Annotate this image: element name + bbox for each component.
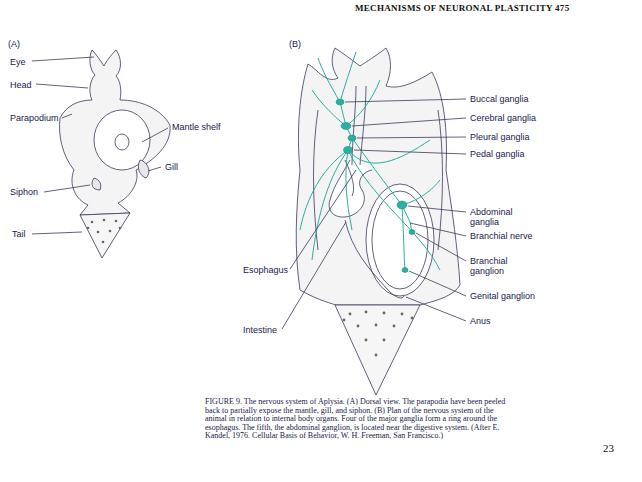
part-label: Head <box>10 80 32 90</box>
panel-letter: (A) <box>8 39 20 49</box>
part-label: Tail <box>12 229 26 239</box>
part-label: Intestine <box>243 325 277 335</box>
part-label: Esophagus <box>243 265 288 275</box>
part-label: Anus <box>470 316 491 326</box>
ganglion-label: Genital ganglion <box>470 291 535 301</box>
ganglion-label: Branchial ganglion <box>470 256 534 276</box>
ganglion-label: Cerebral ganglia <box>470 113 536 123</box>
ganglion-label: Pleural ganglia <box>470 132 530 142</box>
nerve-label: Branchial nerve <box>470 231 534 241</box>
part-label: Gill <box>165 162 178 172</box>
ganglion-label: Abdominal ganglia <box>470 207 534 227</box>
figure-caption: FIGURE 9. The nervous system of Aplysia.… <box>205 398 510 441</box>
part-label: Mantle shelf <box>172 122 221 132</box>
part-label: Siphon <box>10 187 38 197</box>
part-label: Eye <box>10 57 26 67</box>
panel-letter: (B) <box>289 39 301 49</box>
ganglion-label: Buccal ganglia <box>470 94 529 104</box>
running-header: MECHANISMS OF NEURONAL PLASTICITY 475 <box>355 3 569 13</box>
part-label: Parapodium <box>10 113 59 123</box>
ganglion-label: Pedal ganglia <box>470 149 525 159</box>
page-number: 23 <box>603 443 614 453</box>
